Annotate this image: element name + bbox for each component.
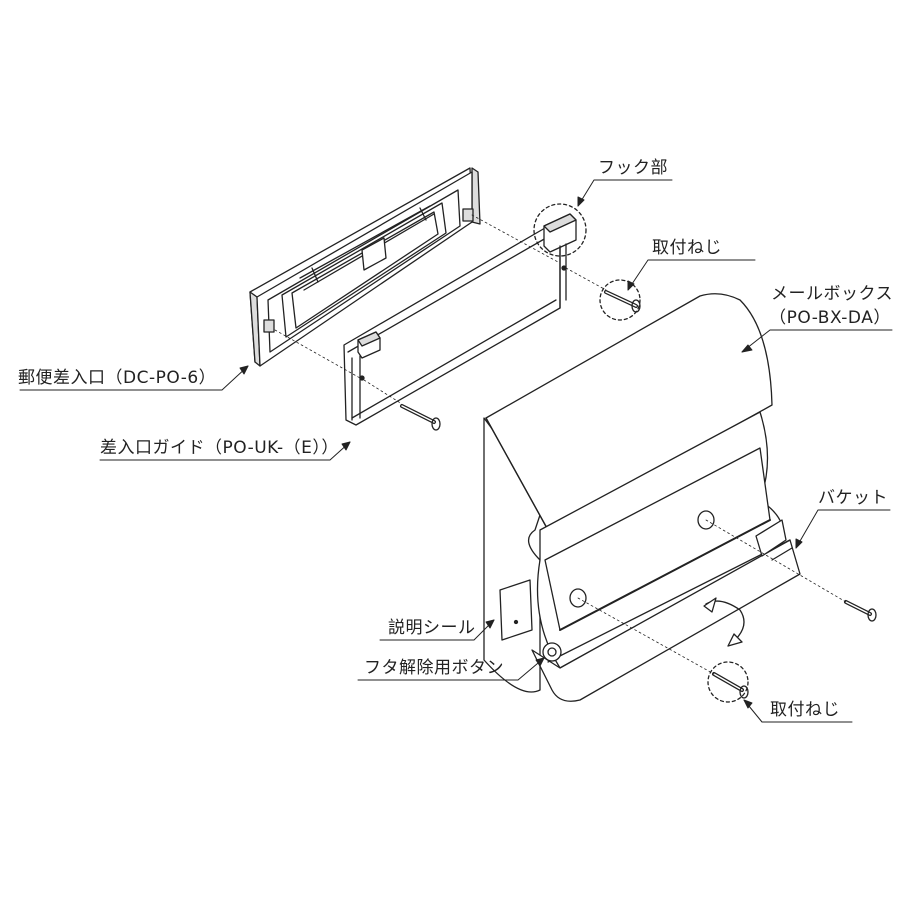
mail-slot-plate (249, 167, 481, 367)
instruction-seal-label: 説明シール (388, 618, 476, 638)
bottom-screw-label: 取付ねじ (770, 700, 840, 720)
mailbox-name-label: メールボックス (771, 284, 893, 304)
bracket-label: バケット (818, 488, 888, 508)
mailbox-model-label: （PO-BX-DA） (769, 308, 891, 328)
hook-label: フック部 (598, 158, 668, 178)
mail-slot-label: 郵便差入口（DC-PO-6） (18, 368, 217, 388)
slot-guide-frame (343, 213, 577, 426)
lid-release-button-label: フタ解除用ボタン (364, 658, 504, 678)
top-screw (599, 279, 641, 321)
guide-screw (400, 404, 441, 431)
bottom-screw (707, 661, 749, 703)
leader-lines (19, 179, 893, 723)
bracket-screw (844, 600, 877, 622)
mailbox-body (483, 293, 801, 702)
assembly-lines (274, 214, 847, 675)
hook-detail-circle (533, 203, 587, 257)
slot-guide-label: 差入口ガイド（PO-UK-（E）） (100, 438, 339, 458)
top-screw-label: 取付ねじ (652, 238, 722, 258)
